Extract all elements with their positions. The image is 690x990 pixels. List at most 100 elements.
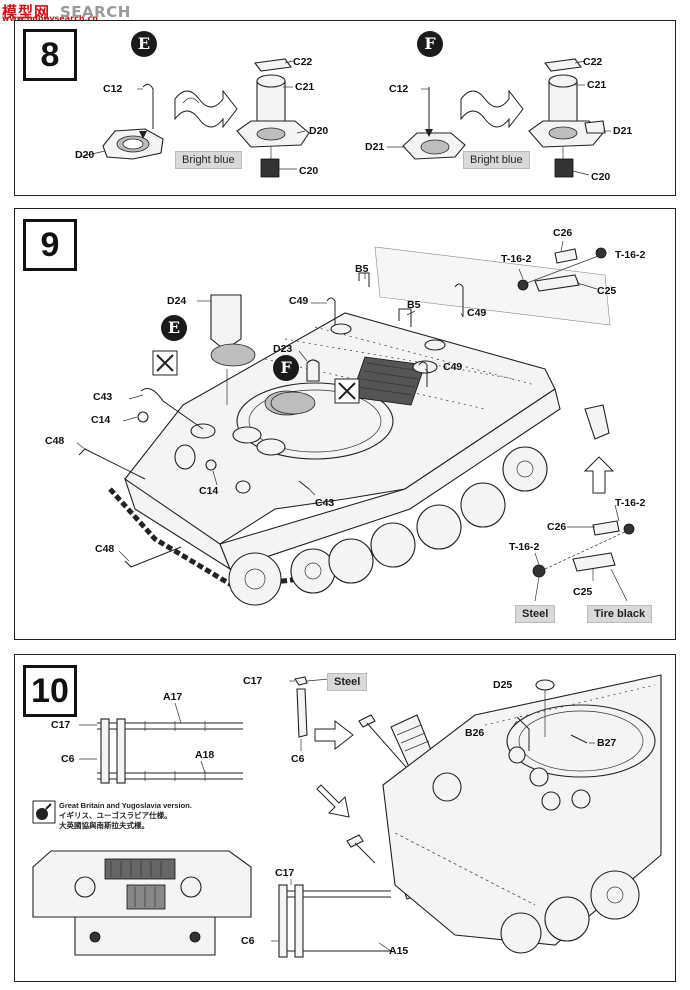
label-d21-f-left: D21 [365, 141, 385, 153]
c43-left-part [140, 388, 204, 430]
label-c22-e: C22 [293, 56, 313, 68]
label-c43-mid: C43 [315, 497, 335, 509]
variant-f-badge: F [417, 31, 443, 57]
label-a15: A15 [389, 945, 409, 957]
arrow-down [316, 784, 350, 818]
step-8-panel: 8 E F [14, 20, 676, 196]
paint-tire-black: Tire black [587, 605, 653, 623]
transition-arrow-e [174, 89, 238, 129]
label-c14-left: C14 [91, 414, 111, 426]
label-c20-e: C20 [299, 165, 319, 177]
version-note-zh: 大英國協與南斯拉夫式樣。 [59, 821, 149, 830]
version-note-jp: イギリス、ユーゴスラビア仕様。 [59, 811, 172, 820]
label-c6-top: C6 [291, 753, 305, 765]
label-t16-2-mid-left: T-16-2 [509, 541, 540, 553]
e-assembly-part [236, 58, 310, 178]
arrow-right [314, 719, 354, 751]
b5-mid-part [398, 308, 412, 327]
tracks-wheels-part [108, 446, 548, 606]
rack-frame-top [97, 718, 243, 784]
b27-part [570, 734, 588, 744]
rack-frame-bottom [278, 884, 391, 958]
badge-e: E [161, 315, 187, 341]
b26-part [516, 716, 530, 751]
label-c6-left: C6 [61, 753, 75, 765]
shock-top-assembly [517, 247, 607, 292]
hull-rear-part [382, 674, 662, 954]
c12-part [142, 83, 154, 129]
step-10-drawing [32, 674, 662, 958]
d24-part [210, 294, 256, 405]
label-c12-f: C12 [389, 83, 409, 95]
label-c48-bottom: C48 [95, 543, 115, 555]
label-b5-top: B5 [355, 263, 369, 275]
rear-view-variant [32, 850, 252, 956]
label-c49-right-mid: C49 [443, 361, 463, 373]
label-c21-f: C21 [587, 79, 607, 91]
label-t16-2-top-left: T-16-2 [501, 253, 532, 265]
step-10-panel: 10 [14, 654, 676, 982]
step-10-number: 10 [23, 665, 77, 717]
label-b26: B26 [465, 727, 485, 739]
label-b27: B27 [597, 737, 617, 749]
glue-icon-left [152, 350, 178, 376]
label-c48-left: C48 [45, 435, 65, 447]
variant-e-badge: E [131, 31, 157, 57]
label-c17-top: C17 [243, 675, 263, 687]
label-b5-mid: B5 [407, 299, 421, 311]
label-c17-bottom: C17 [275, 867, 295, 879]
label-c49-right-top: C49 [467, 307, 487, 319]
label-c49-left: C49 [289, 295, 309, 307]
paint-steel: Steel [515, 605, 556, 623]
c49-mid-part [418, 361, 428, 387]
watermark-url: www.hobbysearch.cn [2, 14, 99, 23]
label-d23: D23 [273, 343, 293, 355]
label-c17-left: C17 [51, 719, 71, 731]
transition-arrow-f [460, 89, 524, 129]
arrow-c12 [139, 131, 147, 139]
label-c6-bottom: C6 [241, 935, 255, 947]
version-note-en: Great Britain and Yugoslavia version. [59, 801, 192, 810]
c48-left-part [78, 448, 146, 480]
step-9-number: 9 [23, 219, 77, 271]
step-8-number: 8 [23, 29, 77, 81]
watermark-logo: 模型网 [2, 3, 51, 21]
label-c25-top: C25 [597, 285, 617, 297]
step-9-drawing [76, 240, 635, 606]
c49-left-part [326, 297, 336, 325]
paint-steel-step10: Steel [327, 673, 368, 691]
c14-mid-part [205, 459, 217, 471]
badge-f: F [273, 355, 299, 381]
d21-plate-part [402, 132, 466, 160]
c48-bottom-part [124, 546, 182, 568]
label-c43-left: C43 [93, 391, 113, 403]
bracket-part [584, 404, 610, 440]
paint-bright-blue-e: Bright blue [175, 151, 242, 169]
detail-callout-bg [374, 246, 611, 326]
label-a17: A17 [163, 691, 183, 703]
glue-icon-right [334, 378, 360, 404]
label-c12-e: C12 [103, 83, 123, 95]
label-d24: D24 [167, 295, 187, 307]
label-d20-e-right: D20 [309, 125, 329, 137]
step-8-drawing [78, 58, 611, 178]
label-c26-top: C26 [553, 227, 573, 239]
f-cupola-part [270, 359, 320, 415]
label-c25-bottom: C25 [573, 586, 593, 598]
shock-bottom-assembly [532, 520, 635, 578]
label-c21-e: C21 [295, 81, 315, 93]
label-d20-e-left: D20 [75, 149, 95, 161]
label-c14-mid: C14 [199, 485, 219, 497]
d20-plate-part [102, 128, 164, 160]
version-note: Great Britain and Yugoslavia version. イギ… [59, 801, 192, 831]
c17-piece [294, 676, 308, 738]
watermark-text: SEARCH [60, 3, 131, 21]
f-assembly-part [528, 58, 606, 178]
hull-part [123, 312, 561, 571]
b5-top-part [358, 272, 370, 287]
label-t16-2-mid-right: T-16-2 [615, 497, 646, 509]
label-d21-f-right: D21 [613, 125, 633, 137]
label-d25: D25 [493, 679, 513, 691]
label-c26-bottom: C26 [547, 521, 567, 533]
paint-bright-blue-f: Bright blue [463, 151, 530, 169]
